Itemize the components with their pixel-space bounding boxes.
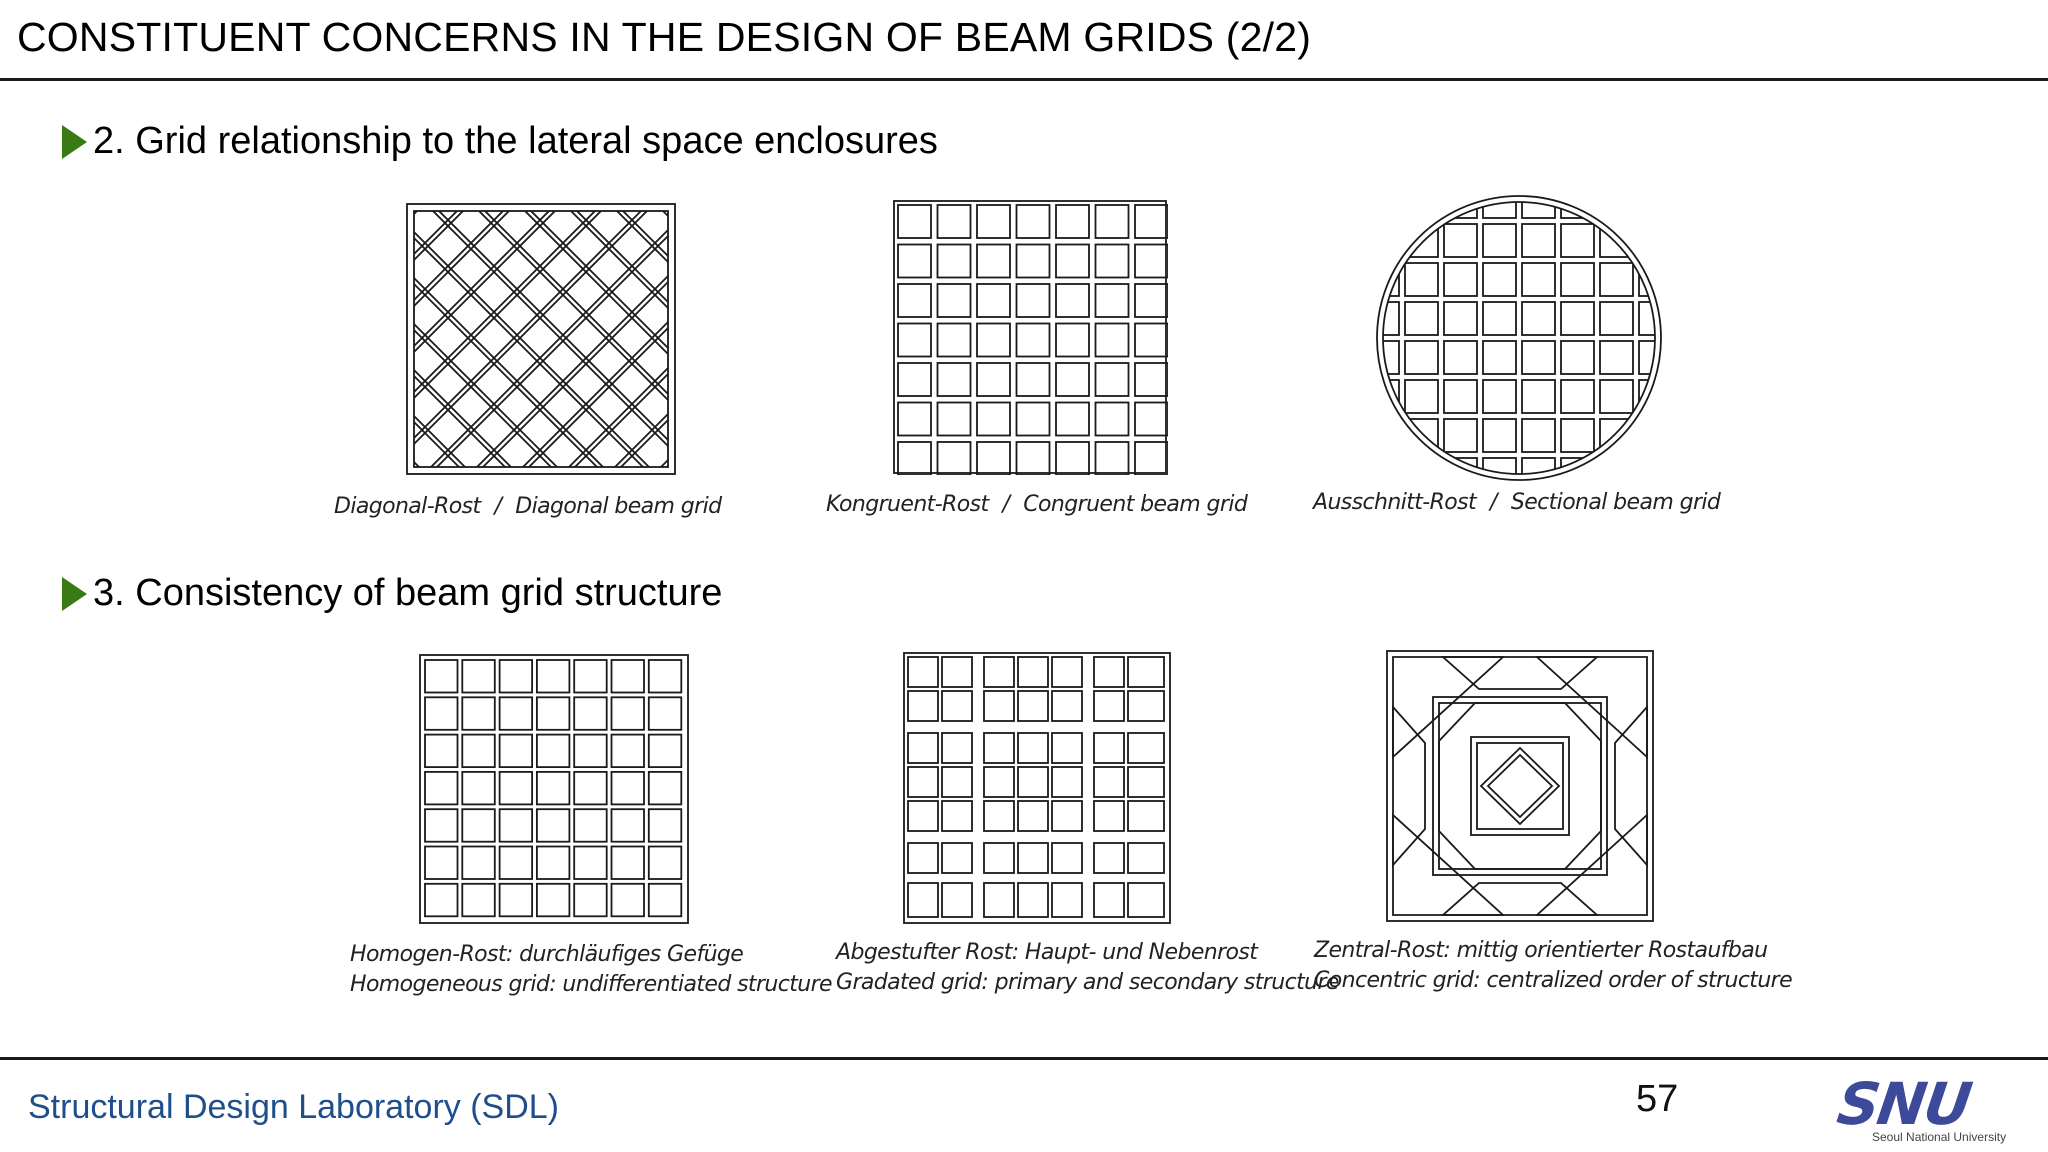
caption-german: Zentral-Rost: mittig orientierter Rostau… — [1314, 938, 1768, 963]
caption-separator: / — [1002, 492, 1010, 517]
snu-logo: SNU Seoul National University — [1828, 1070, 2038, 1148]
section-heading-3: 3. Consistency of beam grid structure — [62, 572, 722, 615]
logo-wordmark: SNU — [1833, 1070, 1975, 1138]
caption-sectional-grid: Ausschnitt-Rost / Sectional beam grid — [1313, 488, 1721, 518]
caption-diagonal-grid: Diagonal-Rost / Diagonal beam grid — [334, 492, 722, 522]
caption-english: Concentric grid: centralized order of st… — [1314, 968, 1793, 993]
congruent-grid-drawing — [892, 199, 1168, 475]
slide-title: CONSTITUENT CONCERNS IN THE DESIGN OF BE… — [17, 14, 1312, 60]
caption-english: Homogeneous grid: undifferentiated struc… — [350, 972, 833, 997]
gradated-grid-drawing — [902, 651, 1172, 925]
homogeneous-grid-drawing — [418, 653, 690, 925]
caption-congruent-grid: Kongruent-Rost / Congruent beam grid — [826, 490, 1248, 520]
caption-gradated-grid: Abgestufter Rost: Haupt- und Nebenrost G… — [836, 938, 1339, 998]
diagonal-grid-drawing — [403, 200, 679, 482]
caption-english: Sectional beam grid — [1510, 490, 1721, 515]
footer-lab-name: Structural Design Laboratory (SDL) — [28, 1088, 560, 1126]
section-heading-text: 2. Grid relationship to the lateral spac… — [93, 120, 938, 162]
caption-german: Kongruent-Rost — [826, 492, 989, 517]
triangle-bullet-icon — [62, 124, 87, 159]
footer-divider — [0, 1057, 2048, 1060]
caption-concentric-grid: Zentral-Rost: mittig orientierter Rostau… — [1314, 936, 1793, 996]
caption-english: Gradated grid: primary and secondary str… — [836, 970, 1339, 995]
triangle-bullet-icon — [62, 576, 87, 611]
caption-separator: / — [494, 494, 502, 519]
caption-german: Diagonal-Rost — [334, 494, 481, 519]
caption-german: Abgestufter Rost: Haupt- und Nebenrost — [836, 940, 1258, 965]
caption-german: Homogen-Rost: durchläufiges Gefüge — [350, 942, 744, 967]
sectional-grid-drawing — [1374, 193, 1664, 483]
page-number: 57 — [1636, 1078, 1679, 1120]
concentric-grid-drawing — [1385, 649, 1655, 923]
section-heading-2: 2. Grid relationship to the lateral spac… — [62, 120, 938, 163]
section-heading-text: 3. Consistency of beam grid structure — [93, 572, 723, 614]
header-divider — [0, 78, 2048, 81]
caption-homogeneous-grid: Homogen-Rost: durchläufiges Gefüge Homog… — [350, 940, 833, 1000]
caption-english: Congruent beam grid — [1023, 492, 1248, 517]
caption-separator: / — [1490, 490, 1497, 515]
caption-german: Ausschnitt-Rost — [1313, 490, 1477, 515]
caption-english: Diagonal beam grid — [515, 494, 722, 519]
logo-subtext: Seoul National University — [1872, 1130, 2007, 1144]
